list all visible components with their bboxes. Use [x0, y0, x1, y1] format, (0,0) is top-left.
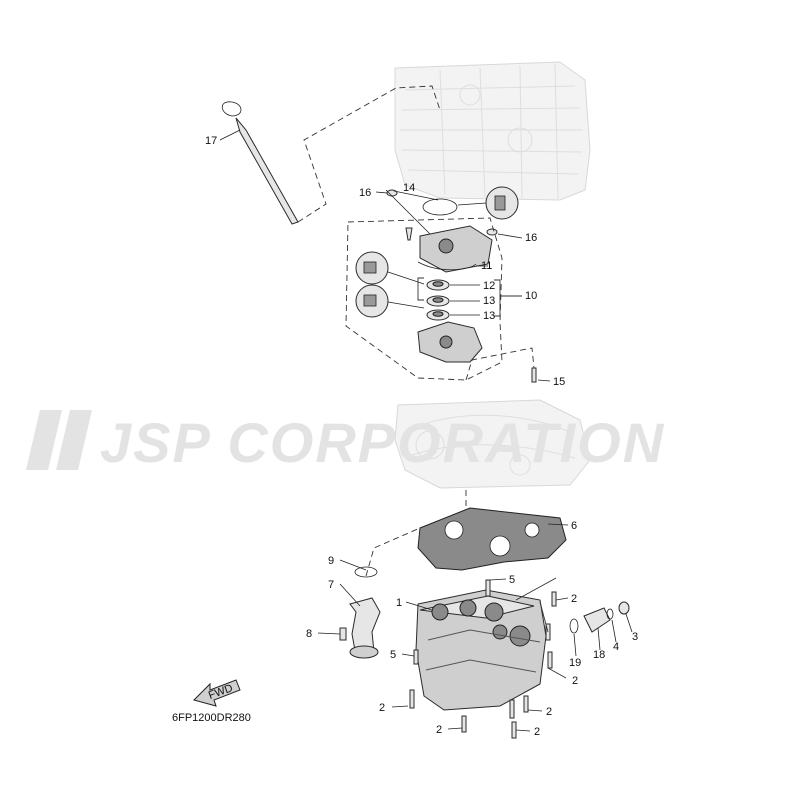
part-oil-strainer-pipe [349, 597, 381, 659]
part-clip-19 [569, 618, 579, 634]
callout-2-right-mid: 2 [572, 675, 578, 687]
watermark: JSP CORPORATION [26, 410, 665, 474]
callout-6: 6 [571, 520, 577, 532]
part-dipstick [221, 85, 441, 225]
callout-17: 17 [205, 135, 217, 147]
callout-1: 1 [396, 597, 402, 609]
callout-13-b: 13 [483, 310, 495, 322]
fwd-label: FWD [207, 682, 235, 702]
callout-13-a: 13 [483, 295, 495, 307]
callout-5-top: 5 [509, 574, 515, 586]
part-bolt-8 [339, 627, 347, 641]
callout-14: 14 [403, 182, 415, 194]
detail-bubble-top [457, 186, 519, 220]
callout-5-left: 5 [390, 649, 396, 661]
callout-7: 7 [328, 579, 334, 591]
ghost-engine-block [394, 61, 591, 201]
watermark-text: JSP CORPORATION [100, 411, 665, 474]
callout-16-top: 16 [359, 187, 371, 199]
callout-labels: 17 16 14 16 11 12 13 13 10 15 6 9 5 7 1 … [205, 135, 638, 738]
part-o-ring-4 [606, 608, 614, 620]
part-bolts-5 [413, 579, 491, 665]
part-gasket-11 [417, 261, 477, 271]
part-oil-seal-12 [426, 279, 450, 291]
part-o-ring-14 [422, 198, 458, 216]
part-plug-3 [618, 601, 630, 615]
watermark-logo-mark [26, 410, 92, 470]
part-pump-body [417, 321, 483, 363]
part-bolt-15 [465, 347, 537, 383]
drawing-code: 6FP1200DR280 [172, 712, 251, 724]
part-bolts-2 [409, 591, 557, 739]
part-gasket-6 [417, 490, 567, 571]
callout-8: 8 [306, 628, 312, 640]
callout-16-right: 16 [525, 232, 537, 244]
part-pump-cover [405, 225, 493, 273]
callout-12: 12 [483, 280, 495, 292]
detail-bubble-low [355, 284, 425, 318]
part-hose-fitting-18 [583, 607, 611, 633]
callout-15: 15 [553, 376, 565, 388]
callout-4: 4 [613, 641, 619, 653]
callout-2-right-top: 2 [571, 593, 577, 605]
callout-19: 19 [569, 657, 581, 669]
callout-18: 18 [593, 649, 605, 661]
callout-2-bottom-far: 2 [534, 726, 540, 738]
callout-3: 3 [632, 631, 638, 643]
callout-2-bottom-right: 2 [546, 706, 552, 718]
callout-9: 9 [328, 555, 334, 567]
callout-2-bottom-left: 2 [379, 702, 385, 714]
oil-pump-assembly-boundary [345, 217, 503, 381]
callout-10: 10 [525, 290, 537, 302]
part-oil-pan [415, 589, 547, 711]
leader-lines [219, 129, 633, 732]
fwd-arrow-icon: FWD [193, 679, 241, 707]
callout-11: 11 [481, 260, 492, 272]
ghost-crankcase [394, 399, 591, 489]
part-oil-seals-13 [426, 295, 450, 321]
part-o-ring-9 [354, 527, 421, 578]
callout-2-bottom-center: 2 [436, 724, 442, 736]
detail-bubble-mid [355, 251, 425, 285]
